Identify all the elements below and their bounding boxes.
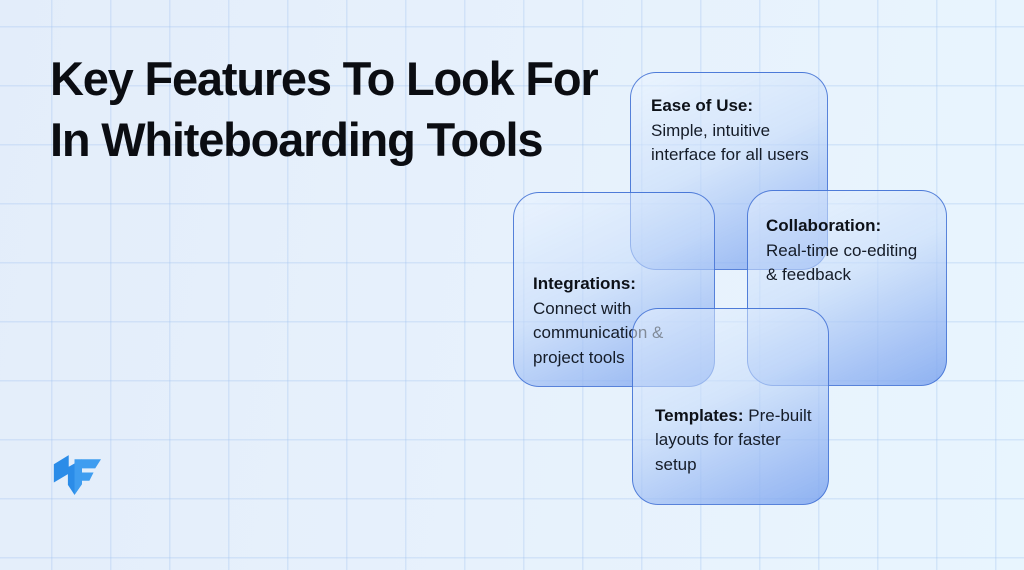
feature-card-text: Templates: Pre-built layouts for faster …	[655, 404, 814, 478]
feature-card-label: Ease of Use:	[651, 96, 754, 115]
feature-card-text: Integrations: Connect with communication …	[533, 272, 700, 370]
feature-card-label: Integrations:	[533, 274, 636, 293]
feature-card-integrations: Integrations: Connect with communication …	[513, 192, 715, 387]
page-title-line-2: In Whiteboarding Tools	[50, 113, 543, 166]
feature-card-label: Templates:	[655, 405, 744, 425]
feature-card-description: Simple, intuitive interface for all user…	[651, 120, 809, 165]
feature-card-description: Connect with communication & project too…	[533, 298, 664, 367]
feature-card-label: Collaboration:	[766, 216, 882, 235]
page-title-line-1: Key Features To Look For	[50, 52, 599, 105]
feature-card-description: Real-time co-editing & feedback	[766, 240, 918, 285]
page-title: Key Features To Look For In Whiteboardin…	[50, 48, 630, 170]
mf-brand-logo-icon	[53, 455, 101, 495]
feature-card-text: Ease of Use: Simple, intuitive interface …	[651, 94, 809, 168]
feature-card-templates: Templates: Pre-built layouts for faster …	[632, 308, 829, 505]
feature-card-text: Collaboration: Real-time co-editing & fee…	[766, 214, 932, 288]
feature-card-description: Pre-built layouts for faster setup	[655, 405, 812, 474]
